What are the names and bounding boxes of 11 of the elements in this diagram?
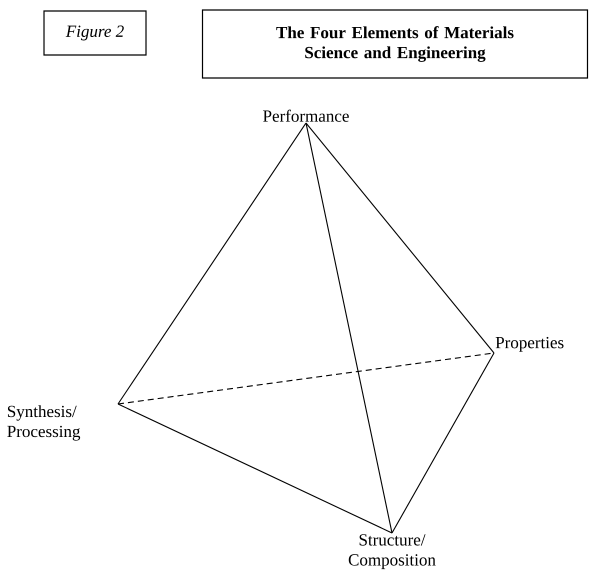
edge-line (118, 122, 306, 404)
edge-line (306, 122, 494, 354)
vertex-label: Synthesis/ Processing (7, 405, 80, 441)
edge-line (118, 404, 392, 534)
title-box: The Four Elements of Materials Science and Engineering (202, 9, 588, 79)
edge-line (305, 122, 393, 534)
figure-label-box: Figure 2 (43, 10, 147, 56)
vertex-label: Structure/ Composition (348, 534, 436, 570)
edge-line (392, 352, 494, 534)
vertex-label: Performance (263, 110, 349, 122)
vertex-label: Properties (496, 336, 564, 352)
